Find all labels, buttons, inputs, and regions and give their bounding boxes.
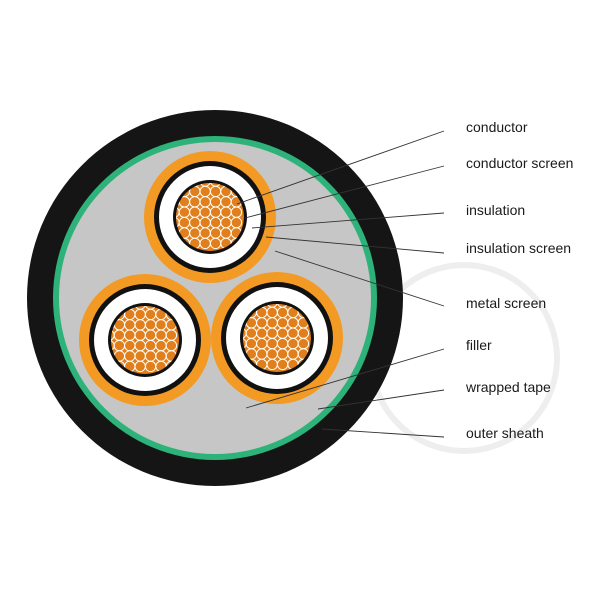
- conductor-strand: [256, 337, 268, 350]
- conductor-strand: [256, 317, 268, 329]
- conductor-strand: [155, 350, 167, 362]
- conductor-strand: [134, 329, 146, 341]
- conductor-strand: [199, 206, 211, 218]
- conductor-strand: [199, 237, 211, 250]
- conductor-strand: [199, 196, 211, 208]
- conductor-strand: [124, 350, 136, 362]
- label-metal-screen: metal screen: [466, 295, 546, 311]
- conductor-strand: [220, 206, 232, 218]
- labels: conductor conductor screen insulation in…: [465, 119, 573, 441]
- conductor-strand: [245, 327, 258, 339]
- conductor-strand: [276, 348, 289, 360]
- conductor-strand: [209, 237, 222, 250]
- conductor-strand: [230, 206, 243, 218]
- conductor-strand: [276, 317, 289, 329]
- core-top: [144, 151, 276, 283]
- label-conductor-screen: conductor screen: [466, 155, 573, 171]
- conductor-strand: [209, 196, 222, 208]
- conductor-strand: [155, 339, 167, 352]
- conductor-strand: [276, 358, 289, 371]
- conductor-strand: [276, 327, 289, 339]
- conductor-strand: [113, 329, 126, 341]
- leader-line-outer-sheath: [321, 428, 445, 438]
- conductor-strand: [209, 227, 222, 239]
- conductor-strand: [124, 319, 136, 331]
- conductor-strand: [178, 206, 191, 218]
- leader-line-metal-screen: [274, 250, 445, 307]
- label-insulation: insulation: [466, 202, 525, 218]
- leader-lines: [236, 130, 445, 438]
- conductor-strand: [144, 339, 157, 352]
- conductor-strand: [209, 185, 222, 198]
- label-insulation-screen: insulation screen: [466, 240, 571, 256]
- leader-line-filler: [245, 348, 445, 409]
- conductor-strand: [230, 216, 243, 229]
- conductor-strand: [266, 358, 278, 371]
- conductor-strand: [134, 339, 146, 352]
- conductor-strand: [178, 216, 191, 229]
- conductor-strand: [266, 327, 278, 339]
- conductor-strand: [134, 319, 146, 331]
- conductor-strand: [220, 216, 232, 229]
- conductor-strand: [165, 339, 178, 352]
- conductor-strand: [134, 350, 146, 362]
- conductor-strand: [155, 319, 167, 331]
- conductor-strand: [199, 185, 211, 198]
- label-outer-sheath: outer sheath: [466, 425, 544, 441]
- conductor-strand: [256, 327, 268, 339]
- conductor-strand: [256, 348, 268, 360]
- conductor-strand: [144, 308, 157, 321]
- conductor-strand: [134, 308, 146, 321]
- conductor-strand: [124, 339, 136, 352]
- core-right: [211, 272, 343, 404]
- conductor-strand: [199, 227, 211, 239]
- conductor-strand: [209, 216, 222, 229]
- conductor-strand: [266, 337, 278, 350]
- conductor-strand: [287, 337, 299, 350]
- conductor-strand: [209, 206, 222, 218]
- conductor-strand: [266, 348, 278, 360]
- conductor-strand: [297, 327, 310, 339]
- conductor-strand: [144, 360, 157, 373]
- core-left: [79, 274, 211, 406]
- conductor-strand: [287, 317, 299, 329]
- conductor-strand: [266, 306, 278, 319]
- leader-line-wrapped-tape: [317, 389, 445, 410]
- conductor-strand: [144, 329, 157, 341]
- leader-line-conductor-screen: [244, 165, 445, 219]
- conductor-strand: [276, 306, 289, 319]
- leader-line-insulation-screen: [265, 236, 445, 254]
- conductor-strand: [113, 339, 126, 352]
- conductor-strand: [144, 319, 157, 331]
- conductor-strand: [220, 227, 232, 239]
- conductor-strand: [287, 348, 299, 360]
- conductor-strand: [189, 216, 201, 229]
- conductor-strand: [297, 337, 310, 350]
- label-conductor: conductor: [466, 119, 528, 135]
- conductor-strand: [124, 329, 136, 341]
- conductor-strand: [276, 337, 289, 350]
- conductor-strand: [189, 206, 201, 218]
- conductor-strand: [245, 337, 258, 350]
- conductor-strand: [266, 317, 278, 329]
- label-filler: filler: [466, 337, 492, 353]
- leader-line-conductor: [236, 130, 445, 205]
- conductor-strand: [199, 216, 211, 229]
- leader-line-insulation: [251, 212, 445, 229]
- conductor-strand: [189, 227, 201, 239]
- conductor-strand: [144, 350, 157, 362]
- conductor-strand: [287, 327, 299, 339]
- conductor-strand: [220, 196, 232, 208]
- conductor-strand: [165, 329, 178, 341]
- label-wrapped-tape: wrapped tape: [465, 379, 551, 395]
- conductor-strand: [134, 360, 146, 373]
- conductor-strand: [189, 196, 201, 208]
- conductor-strand: [155, 329, 167, 341]
